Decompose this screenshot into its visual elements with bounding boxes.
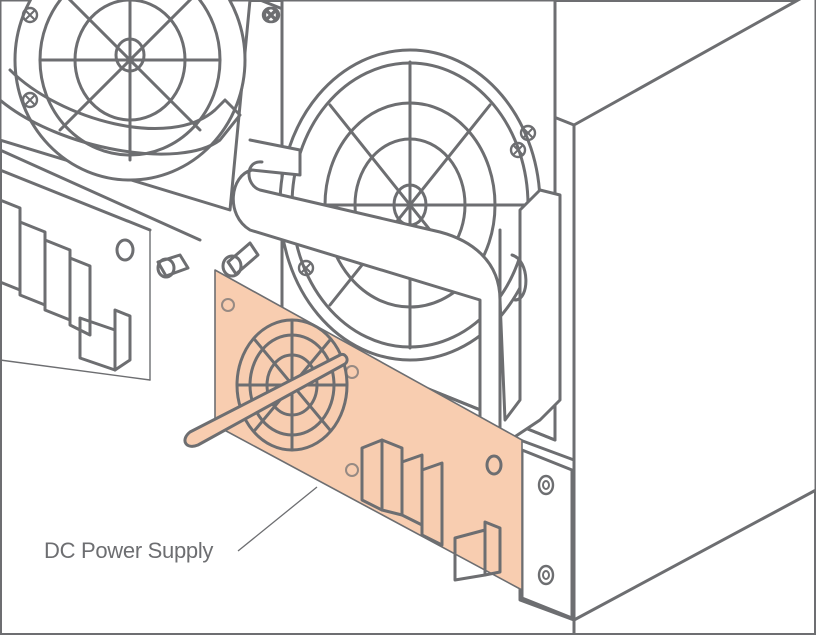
callout-leader-line — [237, 486, 318, 552]
handle-left — [0, 68, 242, 156]
chassis-side-panel — [572, 0, 816, 635]
rack-flange — [520, 448, 574, 620]
thumbscrews — [156, 241, 260, 279]
callout-label: DC Power Supply — [44, 538, 214, 563]
handle-right — [231, 138, 562, 447]
ethernet-port-icon — [360, 438, 503, 582]
power-lever — [183, 352, 349, 448]
dc-power-supply — [183, 269, 523, 591]
left-ports — [0, 198, 135, 372]
fan-module-left — [0, 0, 279, 212]
